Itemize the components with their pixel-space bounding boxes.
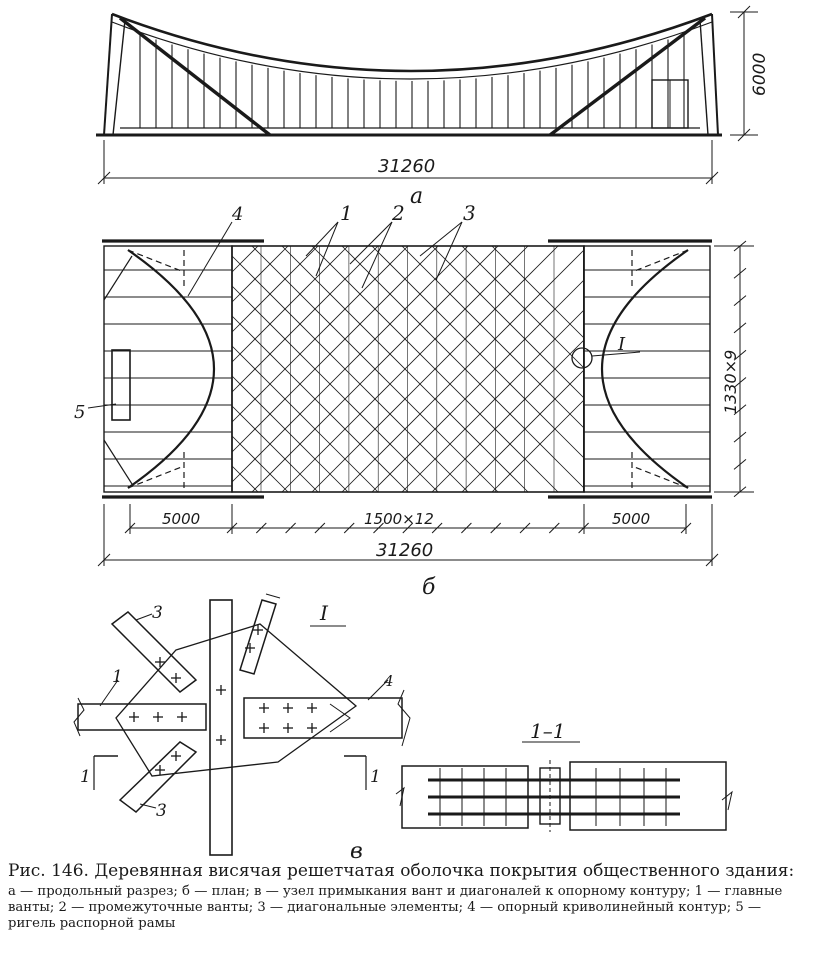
- caption-title: Рис. 146. Деревянная висячая решетчатая …: [8, 861, 795, 881]
- view-v-letter: в: [350, 839, 363, 860]
- callout-1: 1: [340, 201, 353, 225]
- callout-4-detail: 4: [383, 672, 394, 690]
- end-dim-right: 5000: [612, 510, 650, 528]
- view-b-plan: [87, 221, 754, 567]
- cut-mark-right: 1: [370, 767, 381, 787]
- caption-legend: а — продольный разрез; б — план; в — узе…: [8, 884, 783, 931]
- end-dim-left: 5000: [162, 510, 200, 528]
- callout-2: 2: [391, 201, 405, 225]
- callout-3-top: 3: [152, 603, 163, 623]
- section-mark: 1–1: [530, 719, 565, 743]
- cut-mark-left: 1: [80, 767, 91, 787]
- callout-3-bottom: 3: [156, 801, 167, 821]
- callout-4: 4: [231, 204, 243, 225]
- view-a-section: [96, 5, 758, 185]
- view-a-letter: а: [410, 184, 423, 209]
- callout-5: 5: [74, 402, 85, 423]
- roof-curve: [111, 12, 713, 73]
- mid-dim: 1500×12: [364, 510, 434, 528]
- node-circle: [571, 347, 593, 369]
- view-v-detail: [73, 593, 733, 856]
- node-mark: I: [617, 334, 626, 355]
- technical-drawing: 6000 31260 а: [73, 5, 770, 860]
- callout-1-detail: 1: [112, 667, 123, 687]
- view-b-letter: б: [422, 575, 436, 600]
- main-cable: [209, 599, 233, 856]
- view-a-length-dim: 31260: [378, 156, 435, 177]
- plan-total-dim: 31260: [376, 540, 433, 561]
- callout-3: 3: [463, 201, 476, 225]
- curved-contour-left: [127, 249, 215, 489]
- ridge-frame: [111, 349, 131, 421]
- gusset-plate: [115, 623, 358, 777]
- caption-body: а — продольный разрез; б — план; в — узе…: [8, 884, 808, 932]
- figure-caption: Рис. 146. Деревянная висячая решетчатая …: [8, 860, 808, 932]
- view-a-height-dim: 6000: [750, 53, 770, 96]
- width-dim: 1330×9: [721, 350, 740, 414]
- detail-mark: I: [319, 601, 329, 625]
- curved-contour-right: [601, 249, 689, 489]
